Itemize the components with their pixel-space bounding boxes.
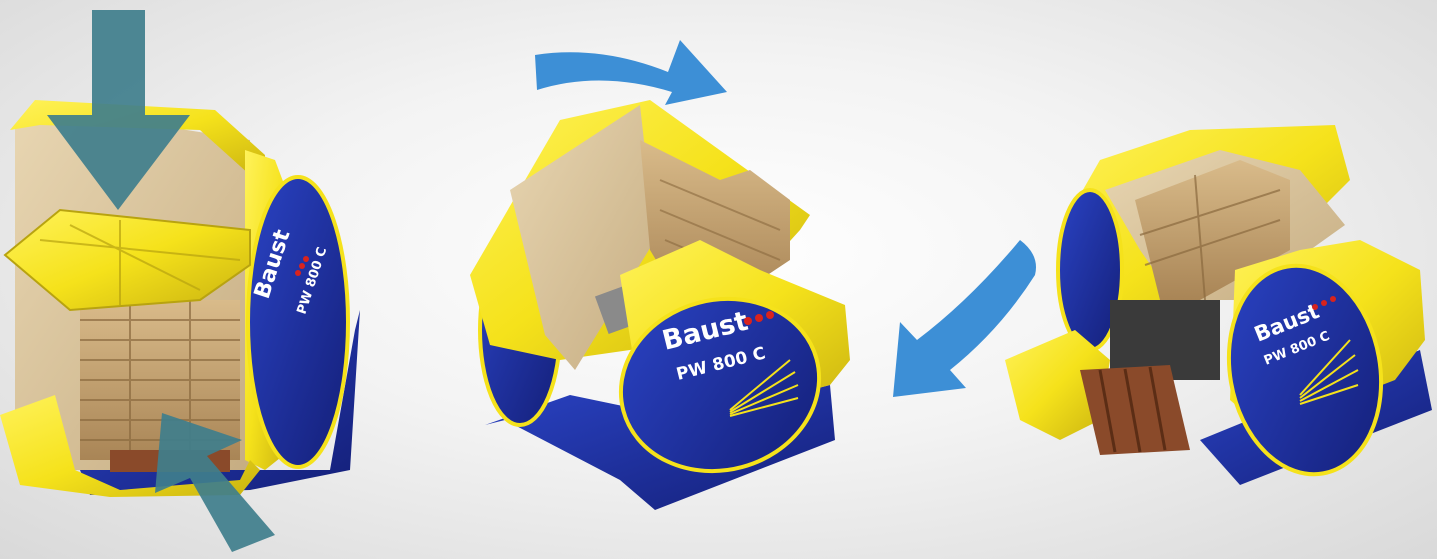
pallet-inverter-rotating: Baust PW 800 C bbox=[470, 40, 850, 510]
pallet-inverter-loading: Baust PW 800 C bbox=[0, 10, 360, 552]
pallet-inverter-unloading: Baust PW 800 C bbox=[893, 125, 1432, 486]
rotator-disc bbox=[248, 177, 348, 467]
clockwise-arrow-icon bbox=[535, 40, 727, 105]
